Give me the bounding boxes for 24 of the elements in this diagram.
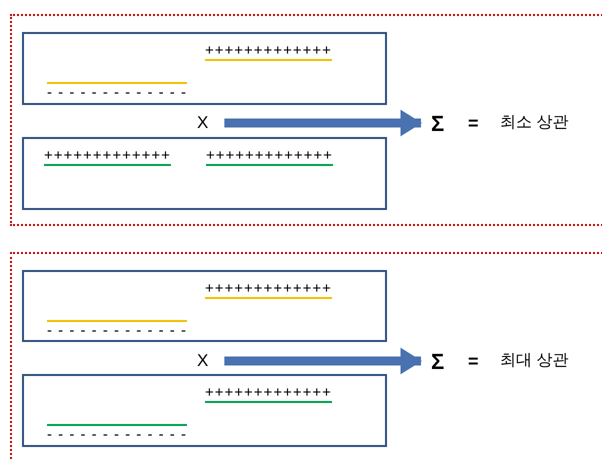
signal-box xyxy=(22,32,387,105)
arrow xyxy=(224,348,422,374)
negative-signs: - - - - - - - - - - - - - xyxy=(47,82,187,100)
equals-sign: = xyxy=(468,113,479,133)
multiply-sign: X xyxy=(197,112,208,134)
sum-symbol: Σ xyxy=(431,351,444,373)
signal-box xyxy=(22,374,387,447)
panel-frame xyxy=(10,252,602,461)
positive-signs: +++++++++++++ xyxy=(205,386,332,403)
signal-box xyxy=(22,270,387,342)
negative-signs: - - - - - - - - - - - - - xyxy=(47,424,187,442)
negative-signs: - - - - - - - - - - - - - xyxy=(47,320,187,338)
sum-symbol: Σ xyxy=(431,113,444,135)
equals-sign: = xyxy=(468,351,479,371)
signal-box xyxy=(22,137,387,210)
positive-signs: +++++++++++++ xyxy=(205,282,332,299)
positive-signs: +++++++++++++ xyxy=(44,149,171,166)
positive-signs: +++++++++++++ xyxy=(206,149,333,166)
positive-signs: +++++++++++++ xyxy=(205,44,332,61)
result-label: 최소 상관 xyxy=(500,113,568,133)
panel-frame xyxy=(10,14,602,226)
result-label: 최대 상관 xyxy=(500,351,568,371)
arrow xyxy=(224,110,422,136)
multiply-sign: X xyxy=(197,350,208,372)
